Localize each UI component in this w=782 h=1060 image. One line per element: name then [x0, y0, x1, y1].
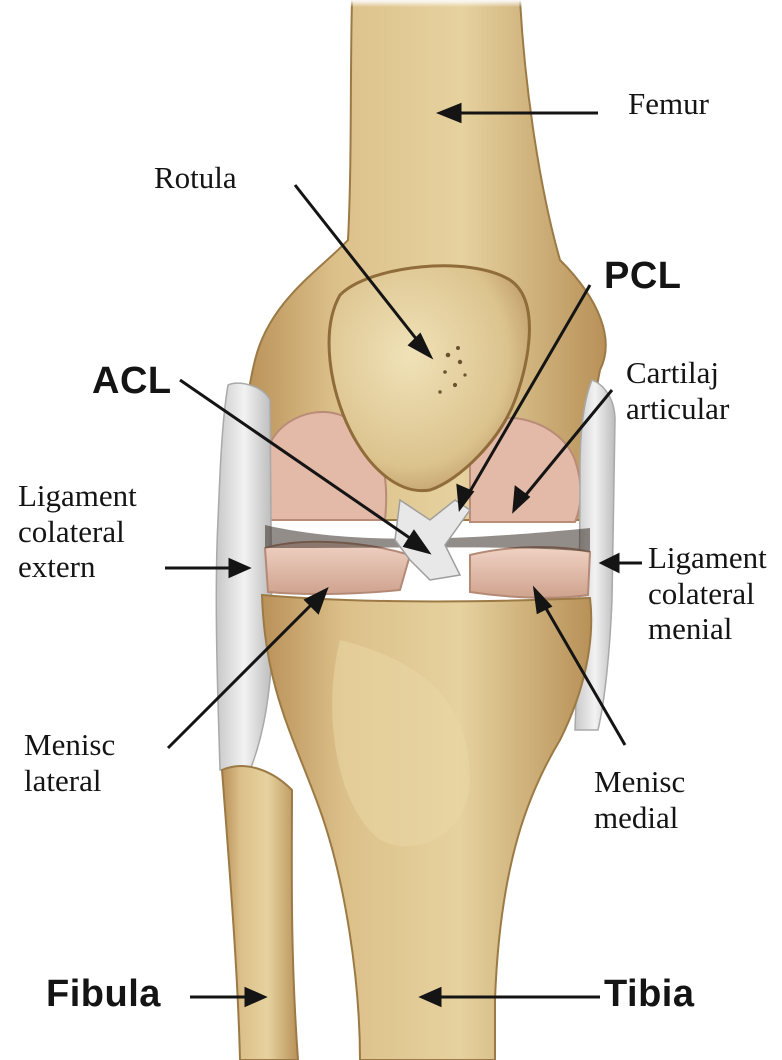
label-menisc-medial: Menisc medial [594, 764, 685, 835]
fibula-bone [222, 766, 298, 1060]
label-tibia: Tibia [604, 973, 695, 1017]
meniscus-lateral [265, 542, 410, 594]
label-pcl: PCL [604, 255, 682, 299]
label-menisc-lateral: Menisc lateral [24, 727, 115, 798]
label-ligament-colateral-extern: Ligament colateral extern [18, 478, 137, 585]
label-fibula: Fibula [46, 973, 161, 1017]
label-rotula: Rotula [154, 160, 237, 196]
label-cartilaj-articular: Cartilaj articular [626, 355, 729, 426]
label-acl: ACL [92, 360, 172, 404]
lateral-collateral-ligament [216, 383, 272, 770]
label-femur: Femur [628, 86, 709, 122]
meniscus-medial [470, 547, 590, 598]
label-ligament-colateral-menial: Ligament colateral menial [648, 540, 767, 647]
